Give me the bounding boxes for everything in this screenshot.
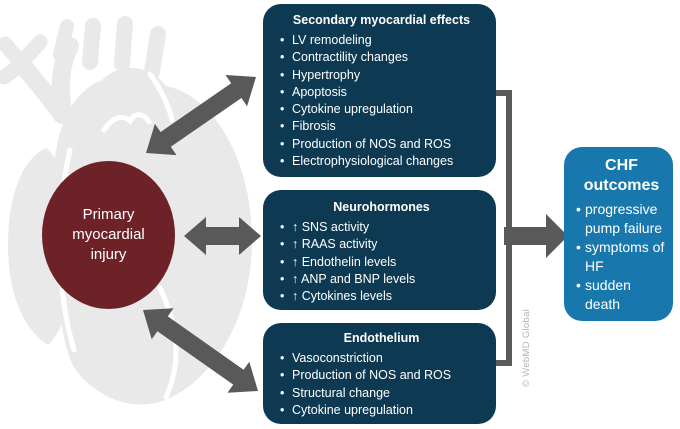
outcomes-title-line: outcomes	[583, 177, 660, 194]
arrow-to-outcomes	[504, 214, 568, 258]
outcomes-title-line: CHF	[605, 157, 638, 174]
bullet-item: ↑ SNS activity	[279, 219, 484, 237]
box-title: Secondary myocardial effects	[292, 13, 471, 27]
bullet-item: Cytokine upregulation	[279, 402, 484, 420]
box-endothelium: Endothelium Vasoconstriction Production …	[263, 323, 496, 424]
bullet-item: Structural change	[279, 385, 484, 403]
bidirectional-arrow-bottom	[143, 308, 258, 393]
bullet-list: Vasoconstriction Production of NOS and R…	[279, 350, 484, 419]
bullet-item: Electrophysiological changes	[279, 153, 484, 171]
bullet-item: sudden death	[576, 276, 667, 314]
primary-injury-line: myocardial	[72, 226, 145, 243]
outcomes-title: CHF outcomes	[576, 156, 667, 196]
bullet-item: Contractility changes	[279, 49, 484, 67]
primary-injury-line: Primary	[82, 206, 135, 223]
bullet-item: ↑ Endothelin levels	[279, 254, 484, 272]
bullet-list: progressive pump failure symptoms of HF …	[576, 200, 667, 314]
box-title: Neurohormones	[333, 200, 430, 214]
bullet-item: symptoms of HF	[576, 238, 667, 276]
bidirectional-arrow-middle	[184, 217, 261, 255]
bullet-item: Production of NOS and ROS	[279, 136, 484, 154]
bullet-item: Hypertrophy	[279, 67, 484, 85]
box-chf-outcomes: CHF outcomes progressive pump failure sy…	[564, 147, 673, 321]
primary-injury-line: injury	[90, 246, 127, 263]
bullet-item: progressive pump failure	[576, 200, 667, 238]
box-neurohormones: Neurohormones ↑ SNS activity ↑ RAAS acti…	[263, 190, 496, 310]
bullet-item: Fibrosis	[279, 118, 484, 136]
box-title: Endothelium	[343, 331, 420, 345]
bullet-item: LV remodeling	[279, 32, 484, 50]
bidirectional-arrow-top	[146, 75, 256, 156]
bullet-item: Vasoconstriction	[279, 350, 484, 368]
bullet-item: Apoptosis	[279, 84, 484, 102]
primary-injury-node: Primary myocardial injury	[42, 161, 175, 309]
bullet-item: ↑ Cytokines levels	[279, 288, 484, 306]
bullet-item: Cytokine upregulation	[279, 101, 484, 119]
bullet-list: ↑ SNS activity ↑ RAAS activity ↑ Endothe…	[279, 219, 484, 306]
box-secondary-myocardial-effects: Secondary myocardial effects LV remodeli…	[263, 4, 496, 177]
bullet-item: ↑ ANP and BNP levels	[279, 271, 484, 289]
bullet-list: LV remodeling Contractility changes Hype…	[279, 32, 484, 171]
bullet-item: Production of NOS and ROS	[279, 367, 484, 385]
bullet-item: ↑ RAAS activity	[279, 236, 484, 254]
watermark: © WebMD Global	[521, 308, 532, 387]
